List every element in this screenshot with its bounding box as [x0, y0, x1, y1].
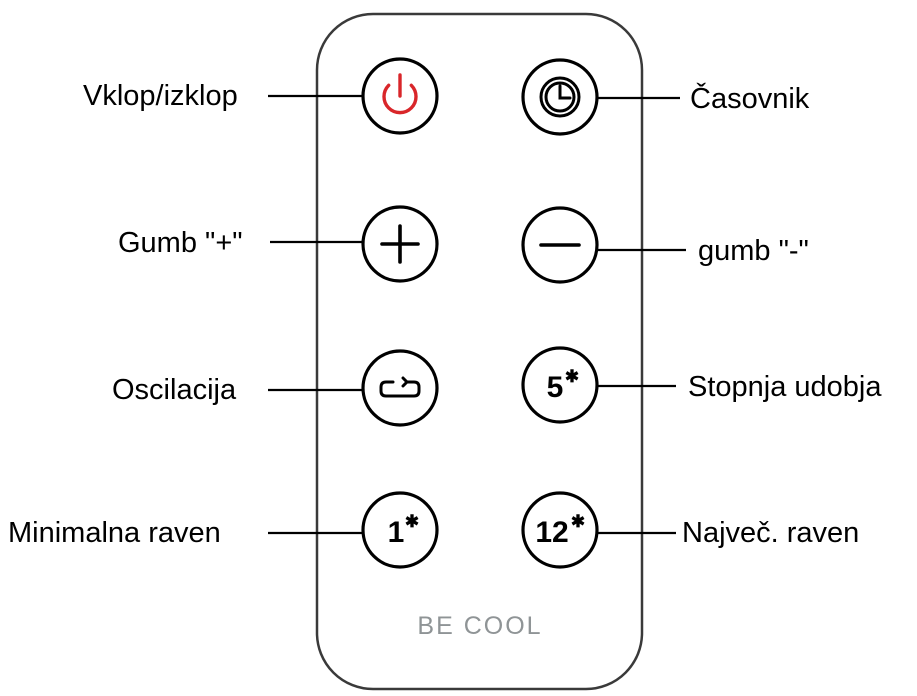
label-timer: Časovnik [690, 83, 810, 115]
asterisk-icon: ✱ [571, 512, 585, 531]
plus-icon [380, 224, 420, 264]
max-level-button[interactable]: 12 ✱ [521, 491, 599, 569]
oscillation-button[interactable] [361, 349, 439, 427]
min-level-button[interactable]: 1 ✱ [361, 491, 439, 569]
plus-button[interactable] [361, 205, 439, 283]
label-comfort: Stopnja udobja [688, 371, 882, 403]
label-oscillation: Oscilacija [112, 374, 237, 406]
power-icon [382, 73, 418, 115]
minus-button[interactable] [521, 206, 599, 284]
label-power: Vklop/izklop [83, 80, 238, 112]
asterisk-icon: ✱ [565, 367, 579, 386]
timer-button[interactable] [521, 58, 599, 136]
comfort-button[interactable]: 5 ✱ [521, 346, 599, 424]
brand-logo: BE COOL [417, 612, 543, 640]
max-level-button-text: 12 [535, 516, 568, 549]
leader-lines [268, 94, 686, 535]
label-minus: gumb "-" [698, 235, 809, 267]
clock-icon [539, 76, 581, 118]
oscillation-icon [379, 376, 421, 398]
power-button[interactable] [361, 57, 439, 135]
label-max-level: Največ. raven [682, 517, 860, 549]
label-min-level: Minimalna raven [8, 517, 221, 549]
comfort-button-text: 5 [547, 371, 564, 404]
asterisk-icon: ✱ [405, 512, 419, 531]
min-level-button-text: 1 [388, 516, 405, 549]
label-plus: Gumb "+" [118, 227, 243, 259]
